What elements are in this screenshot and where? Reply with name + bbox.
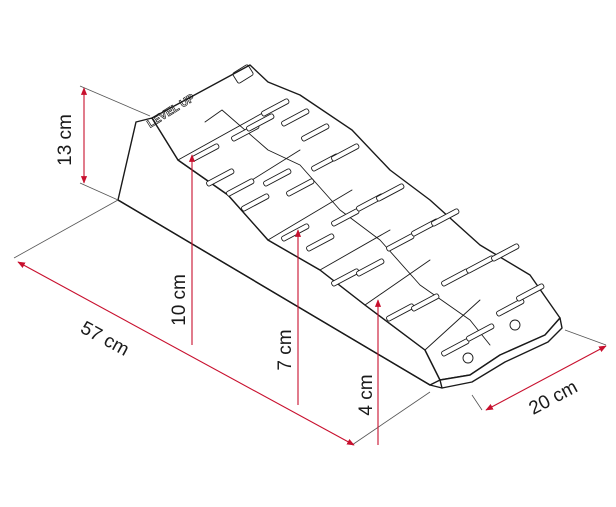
ramp-center-rib (204, 109, 491, 346)
label-20cm: 20 cm (526, 377, 582, 420)
label-10cm: 10 cm (169, 274, 190, 326)
ramp-ridge-1 (177, 109, 269, 161)
label-4cm: 4 cm (356, 374, 377, 415)
leveling-ramp-drawing: LEVEL UP (117, 64, 563, 389)
ramp-grip-slots (191, 98, 545, 357)
ramp-hole-1 (462, 352, 474, 364)
label-13cm: 13 cm (55, 114, 76, 166)
ramp-ridge-5 (364, 259, 431, 306)
ramp-hole-2 (509, 319, 521, 331)
brand-logo-icon (232, 64, 254, 84)
extension-lines (13, 85, 607, 446)
label-57cm: 57 cm (77, 318, 132, 361)
dim-line-20cm (485, 345, 607, 411)
ramp-ridge-3 (267, 189, 353, 241)
dimension-lines (17, 87, 607, 446)
dim-line-57cm (17, 261, 355, 446)
label-7cm: 7 cm (275, 329, 296, 370)
ramp-ridge-6 (424, 299, 481, 351)
